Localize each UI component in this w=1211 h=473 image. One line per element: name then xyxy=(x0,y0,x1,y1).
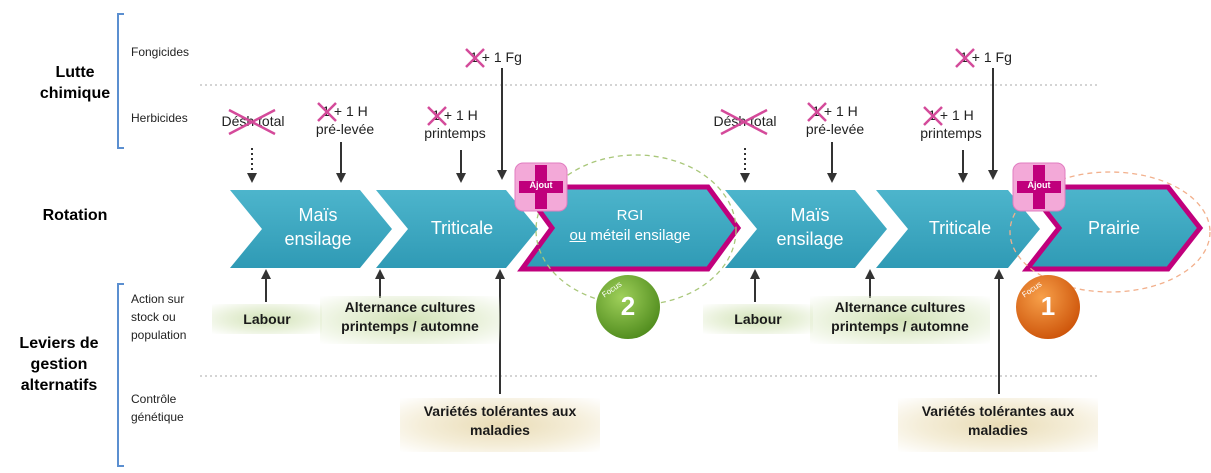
chevron-rgi xyxy=(517,184,742,272)
row-herbicides: Herbicides xyxy=(131,111,188,125)
lever-varietes-2: Variétés tolérantes aux maladies xyxy=(898,398,1098,452)
cross-icon xyxy=(317,102,338,122)
chevron-prairie xyxy=(1021,184,1204,272)
label-desh-total-2: Désh total xyxy=(697,108,793,136)
focus-1-number: 1 xyxy=(1040,291,1056,321)
label-desh-total-1: Désh total xyxy=(205,108,301,136)
ajout-label-1: Ajout xyxy=(529,180,553,190)
leviers-bracket xyxy=(117,283,124,467)
chevron-triticale-1 xyxy=(376,190,538,268)
cross-icon xyxy=(807,102,828,122)
focus-2-circle xyxy=(596,275,660,339)
label-prelevee-2: 1 + 1 H pré-levée xyxy=(805,102,865,137)
chevron-mais-2 xyxy=(725,190,887,268)
lever-labour-2: Labour xyxy=(703,304,813,334)
chevron-mais-1 xyxy=(230,190,392,268)
label-fg-2: 1 + 1 Fg xyxy=(946,48,1026,68)
cross-icon xyxy=(465,48,485,68)
lever-labour-1: Labour xyxy=(212,304,322,334)
row-fongicides: Fongicides xyxy=(131,45,190,59)
section-rotation: Rotation xyxy=(42,207,108,224)
cross-icon xyxy=(955,48,975,68)
cross-icon xyxy=(720,108,768,136)
label-prelevee-1: 1 + 1 H pré-levée xyxy=(315,102,375,137)
chevron-label-mais-2: Maïs ensilage xyxy=(776,205,844,249)
chevron-triticale-2 xyxy=(876,190,1040,268)
label-printemps-1: 1 + 1 H printemps xyxy=(424,106,486,141)
focus-1-circle xyxy=(1016,275,1080,339)
focus-1-ellipse xyxy=(1009,171,1211,293)
row-action-stock: Action sur stock ou population xyxy=(131,292,187,342)
cross-icon xyxy=(427,106,448,126)
lever-alternance-1: Alternance cultures printemps / automne xyxy=(320,296,500,344)
ajout-plus-h-1 xyxy=(519,181,563,193)
chevron-label-prairie: Prairie xyxy=(1087,218,1140,238)
lever-varietes-1: Variétés tolérantes aux maladies xyxy=(400,398,600,452)
row-controle-genetique: Contrôle génétique xyxy=(131,392,184,424)
ajout-plus-h-2 xyxy=(1017,181,1061,193)
ajout-label-2: Ajout xyxy=(1027,180,1051,190)
label-printemps-2: 1 + 1 H printemps xyxy=(920,106,982,141)
section-leviers: Leviers de gestion alternatifs xyxy=(19,335,99,394)
chevron-label-rgi: RGI ou méteil ensilage xyxy=(569,207,691,244)
cross-icon xyxy=(923,106,944,126)
cross-icon xyxy=(228,108,276,136)
focus-2-number: 2 xyxy=(620,291,636,321)
chevron-label-triticale-2: Triticale xyxy=(928,218,992,238)
lever-alternance-2: Alternance cultures printemps / automne xyxy=(810,296,990,344)
chevron-label-mais-1: Maïs ensilage xyxy=(284,205,352,249)
chevron-label-triticale-1: Triticale xyxy=(430,218,494,238)
label-fg-1: 1 + 1 Fg xyxy=(456,48,536,68)
section-lutte-chimique: Lutte chimique xyxy=(39,64,111,102)
lutte-bracket xyxy=(117,13,124,149)
